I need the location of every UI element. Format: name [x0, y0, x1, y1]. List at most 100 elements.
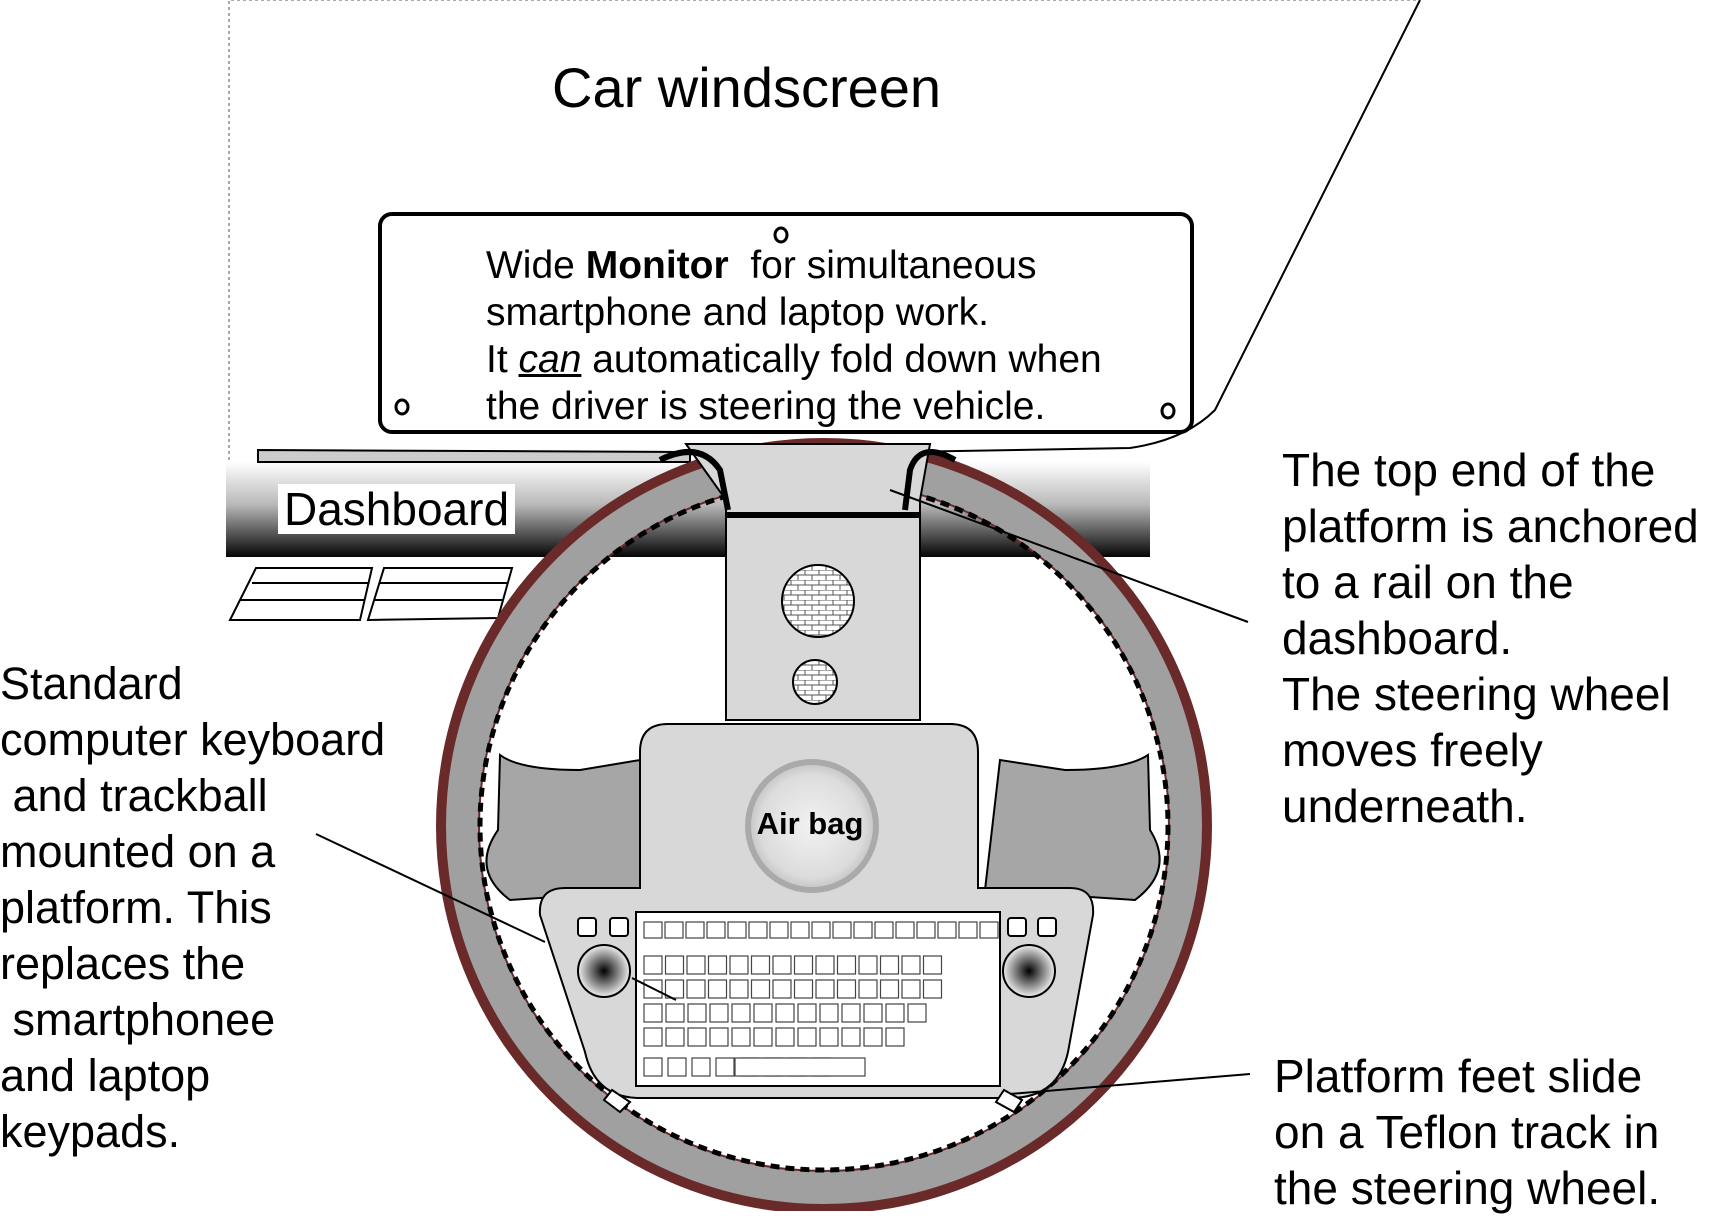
feet-note-line: on a Teflon track in — [1274, 1106, 1660, 1158]
keyboard-key — [775, 1003, 795, 1023]
keyboard-key — [841, 1003, 861, 1023]
keyboard-key — [643, 921, 663, 939]
keyboard-key — [685, 921, 705, 939]
monitor-line4: the driver is steering the vehicle. — [486, 385, 1046, 428]
monitor-line3-post: automatically fold down when — [581, 338, 1102, 381]
keyboard-key — [643, 1057, 663, 1077]
keyboard-key — [979, 921, 999, 939]
keyboard-key — [753, 1027, 773, 1047]
keyboard-key — [664, 979, 685, 999]
airbag-cover — [745, 759, 879, 893]
keyboard-key — [769, 921, 789, 939]
monitor-caption: Wide Monitor for simultaneous smartphone… — [486, 242, 1102, 430]
keyboard-key — [665, 1003, 685, 1023]
platform-foot-left — [602, 1088, 632, 1114]
monitor-line1-post: for simultaneous — [728, 244, 1037, 287]
keyboard-key — [643, 1027, 663, 1047]
keyboard-note: Standard computer keyboard and trackball… — [0, 656, 385, 1160]
keyboard-key — [686, 979, 706, 999]
keyboard-key — [895, 921, 915, 939]
keyboard-note-line: computer keyboard — [0, 714, 386, 765]
left-spoke — [485, 753, 662, 902]
keyboard-key — [643, 1003, 663, 1023]
keyboard-key — [709, 1027, 729, 1047]
airbag-label: Air bag — [756, 806, 864, 841]
keyboard-key — [916, 921, 936, 939]
keyboard-key — [922, 955, 943, 975]
keyboard-key — [937, 921, 957, 939]
monitor-line2: smartphone and laptop work. — [486, 291, 989, 334]
dashboard-label: Dashboard — [278, 484, 516, 534]
feet-note-line: Platform feet slide — [1274, 1050, 1643, 1102]
keyboard-key — [707, 955, 728, 975]
keyboard-key — [815, 979, 835, 999]
trackball-icon — [577, 944, 631, 998]
speaker-grille-icon — [792, 659, 838, 705]
keyboard-key — [922, 979, 943, 999]
keyboard-key — [797, 1027, 817, 1047]
keyboard-key — [709, 1003, 729, 1023]
monitor-line3-italic: can — [518, 338, 582, 381]
keyboard-key — [863, 1003, 883, 1023]
anchor-note-line: underneath. — [1282, 780, 1528, 832]
keyboard-key — [793, 979, 814, 999]
keyboard-key — [797, 1003, 817, 1023]
keyboard-key — [691, 1057, 711, 1077]
keyboard-note-line: keypads. — [0, 1106, 181, 1157]
trackball-icon — [1002, 944, 1056, 998]
speaker-grille-icon — [781, 564, 855, 638]
keyboard-key — [753, 1003, 773, 1023]
keyboard-key — [832, 921, 852, 939]
anchor-note-line: to a rail on the — [1282, 556, 1574, 608]
keyboard-note-line: mounted on a — [0, 826, 276, 877]
anchor-note-line: The steering wheel — [1282, 668, 1671, 720]
keyboard-key — [748, 921, 768, 939]
air-vents — [228, 567, 514, 622]
keyboard-key — [667, 1057, 687, 1077]
monitor-line1-bold: Monitor — [585, 244, 729, 287]
keyboard-key — [874, 921, 894, 939]
keyboard-key — [858, 979, 878, 999]
keyboard-note-line: smartphonee — [0, 994, 276, 1045]
keyboard-key — [664, 921, 684, 939]
keyboard-key — [729, 955, 749, 975]
keyboard-key — [815, 955, 835, 975]
keyboard-key — [664, 955, 685, 975]
keyboard-key — [793, 955, 814, 975]
platform-feet-note: Platform feet slide on a Teflon track in… — [1274, 1048, 1660, 1216]
anchor-note-line: platform is anchored — [1282, 500, 1699, 552]
keyboard-key — [885, 1027, 905, 1047]
keyboard-note-line: and laptop — [0, 1050, 211, 1101]
windscreen-label: Car windscreen — [552, 56, 942, 119]
keyboard-key — [811, 921, 831, 939]
keyboard-key — [885, 1003, 905, 1023]
keyboard-key — [706, 921, 726, 939]
platform-anchor-note: The top end of the platform is anchored … — [1282, 442, 1699, 834]
keyboard-key — [907, 1003, 927, 1023]
keyboard-key — [727, 921, 747, 939]
platform-foot-right — [994, 1088, 1024, 1114]
keyboard-key — [665, 1027, 685, 1047]
platform-buttons — [577, 917, 1057, 937]
keyboard-key — [790, 921, 810, 939]
keyboard-key — [686, 955, 706, 975]
keyboard-key — [775, 1027, 795, 1047]
wide-monitor — [378, 212, 1194, 434]
keyboard-key — [715, 1057, 735, 1077]
keyboard-spacebar — [734, 1057, 866, 1077]
keyboard-key — [772, 979, 792, 999]
keyboard-key — [750, 979, 771, 999]
feet-note-line: the steering wheel. — [1274, 1162, 1661, 1214]
keyboard-key — [858, 955, 878, 975]
right-spoke — [983, 753, 1161, 902]
monitor-mount-holes — [394, 226, 1176, 420]
keyboard-key — [879, 955, 900, 975]
keyboard-key — [750, 955, 771, 975]
monitor-line3-pre: It — [486, 338, 519, 381]
anchor-note-line: The top end of the — [1282, 444, 1656, 496]
dashboard-rail — [257, 448, 691, 463]
keyboard-key — [643, 955, 663, 975]
windscreen-edge — [899, 0, 1421, 453]
